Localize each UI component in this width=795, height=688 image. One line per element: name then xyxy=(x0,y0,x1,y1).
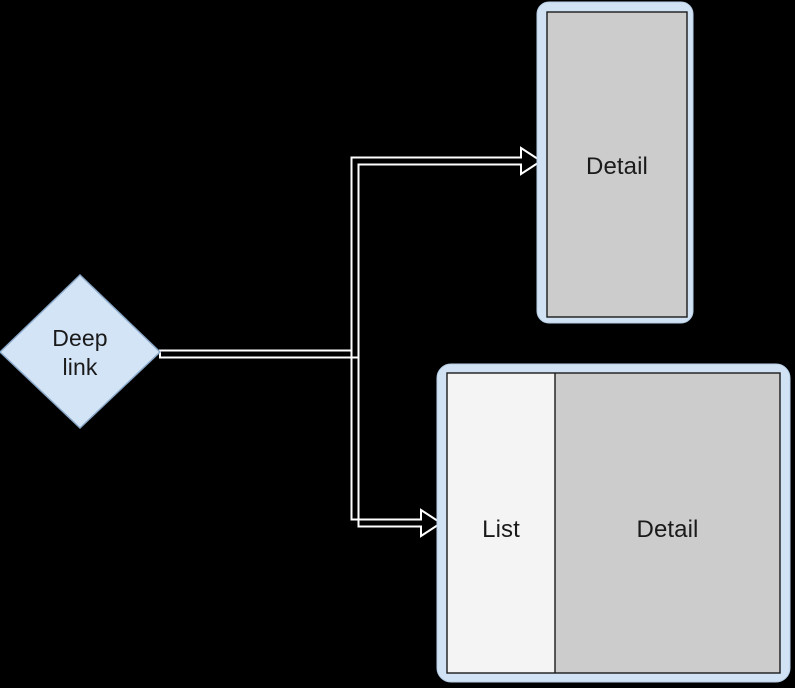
tablet-screen-border xyxy=(446,372,781,674)
tablet-detail-pane[interactable] xyxy=(555,373,780,673)
phone-screen xyxy=(546,11,688,318)
node-tablet-list-detail[interactable] xyxy=(436,363,791,683)
edge-deeplink-to-phone xyxy=(159,146,543,359)
node-phone-detail[interactable] xyxy=(536,1,694,324)
deep-link-diamond-shape[interactable] xyxy=(0,273,162,430)
node-deep-link[interactable] xyxy=(0,273,162,430)
edge-deeplink-to-tablet xyxy=(159,349,443,538)
edge-phone-path xyxy=(159,146,543,359)
tablet-list-pane[interactable] xyxy=(447,373,555,673)
edge-tablet-path xyxy=(159,349,443,538)
